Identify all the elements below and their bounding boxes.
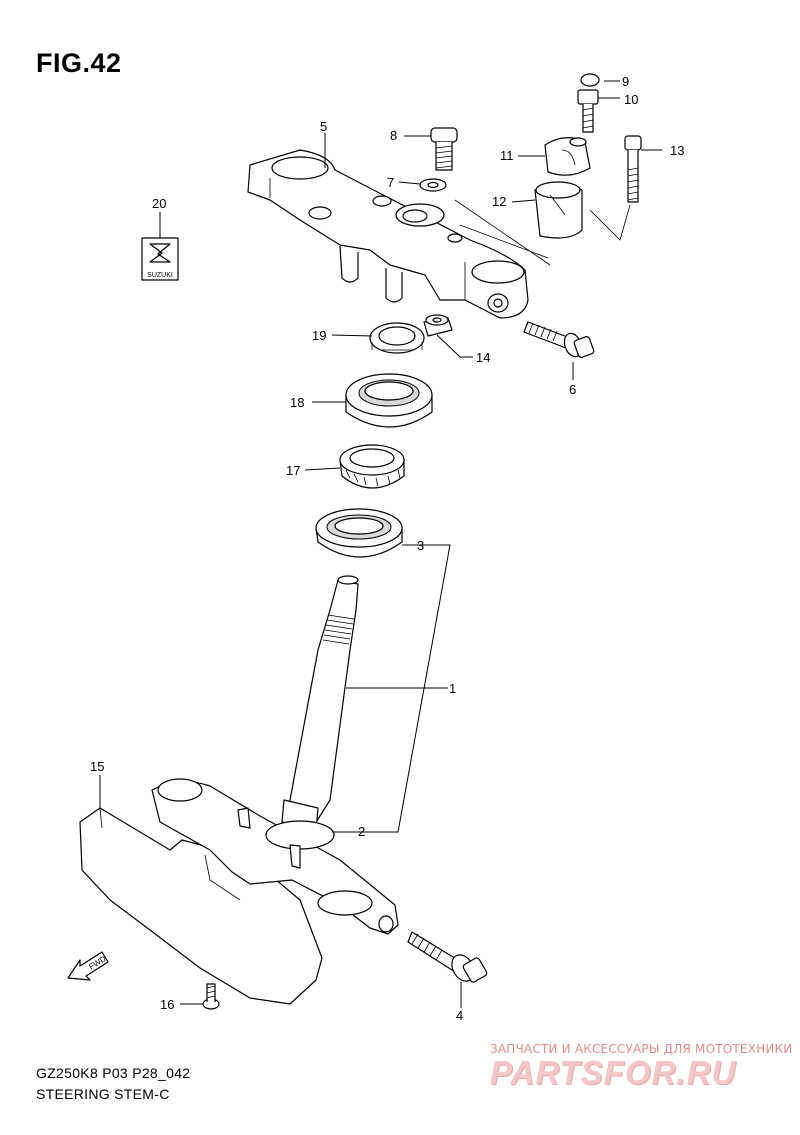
callout-1: 1	[449, 681, 456, 696]
callout-12: 12	[492, 194, 506, 209]
forward-direction-arrow-icon: FWD	[67, 951, 109, 981]
flange-bolt-part-4[interactable]	[407, 931, 488, 985]
callout-8: 8	[390, 128, 397, 143]
upper-bracket-part[interactable]	[247, 149, 529, 319]
callout-numbers: 1 2 3 4 5 6 7 8 9 10 11 12 13 14 15 16 1…	[90, 74, 684, 1023]
callout-3: 3	[417, 538, 424, 553]
cap-part-9[interactable]	[580, 73, 600, 87]
callout-4: 4	[456, 1008, 463, 1023]
handlebar-holder-upper-part-11[interactable]	[544, 137, 591, 176]
callout-10: 10	[624, 92, 638, 107]
figure-title: FIG.42	[36, 48, 122, 78]
bearing-part-17[interactable]	[339, 444, 405, 489]
callout-18: 18	[290, 395, 304, 410]
callout-20: 20	[152, 196, 166, 211]
handlebar-holder-lower-part-12[interactable]	[534, 181, 583, 239]
callout-14: 14	[476, 350, 490, 365]
section-name: STEERING STEM-C	[36, 1086, 170, 1102]
callout-5: 5	[320, 119, 327, 134]
dust-seal-part-18[interactable]	[345, 373, 433, 428]
bolt-part-8[interactable]	[430, 127, 458, 171]
nut-part-14[interactable]	[423, 314, 453, 337]
lower-bracket-part-15[interactable]	[79, 778, 399, 1005]
bolt-part-10[interactable]	[577, 89, 599, 133]
flange-bolt-part-6[interactable]	[523, 321, 595, 359]
watermark-tagline: ЗАПЧАСТИ И АКСЕССУАРЫ ДЛЯ МОТОТЕХНИКИ	[490, 1042, 793, 1056]
watermark-brand-logo: PARTSFOR.RU	[490, 1054, 737, 1091]
callout-16: 16	[160, 997, 174, 1012]
emblem-text: SUZUKI	[147, 272, 173, 279]
callout-9: 9	[622, 74, 629, 89]
callout-17: 17	[286, 463, 300, 478]
suzuki-emblem-part[interactable]: SUZUKI	[141, 237, 179, 281]
bolt-part-13[interactable]	[624, 135, 642, 203]
model-code: GZ250K8 P03 P28_042	[36, 1065, 191, 1081]
bearing-part-3[interactable]	[315, 508, 403, 558]
leader-lines	[99, 80, 662, 1008]
callout-19: 19	[312, 328, 326, 343]
steering-stem-part-1[interactable]	[281, 575, 359, 833]
callout-13: 13	[670, 143, 684, 158]
washer-part-7[interactable]	[419, 178, 447, 192]
callout-15: 15	[90, 759, 104, 774]
lock-nut-part-19[interactable]	[369, 322, 425, 354]
callout-7: 7	[387, 175, 394, 190]
callout-2: 2	[358, 824, 365, 839]
screw-part-16[interactable]	[202, 983, 220, 1010]
callout-11: 11	[500, 148, 514, 163]
callout-6: 6	[569, 382, 576, 397]
